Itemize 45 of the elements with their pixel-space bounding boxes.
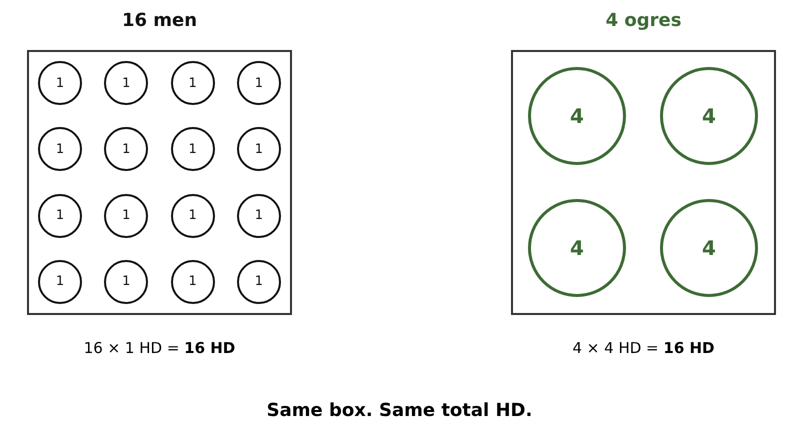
value-circle — [236, 194, 281, 238]
value-circle — [236, 61, 281, 105]
value-circle — [660, 67, 758, 165]
value-circle — [38, 260, 82, 304]
value-label: 1 — [56, 76, 64, 90]
value-label: 1 — [122, 208, 130, 224]
value-label: 1 — [188, 274, 197, 290]
value-label: 1 — [254, 76, 264, 90]
value-label: 1 — [56, 274, 64, 290]
value-circle — [170, 61, 215, 105]
caption: Same box. Same total HD. — [266, 400, 534, 421]
value-circle — [104, 61, 148, 105]
value-label: 1 — [56, 208, 64, 224]
value-circle — [38, 194, 82, 238]
value-circle — [170, 260, 215, 304]
value-label: 1 — [122, 274, 130, 290]
value-circle — [236, 260, 281, 304]
value-label: 1 — [254, 274, 264, 290]
value-circle — [170, 127, 215, 172]
equation-text: 16 × 1 HD = 16 HD — [82, 339, 236, 357]
group-heading: 4 ogres — [604, 10, 682, 31]
value-label: 1 — [254, 208, 264, 224]
value-circle — [660, 199, 758, 297]
value-label: 4 — [570, 236, 584, 260]
value-circle — [38, 127, 82, 172]
value-label: 4 — [702, 236, 716, 260]
value-circle — [528, 199, 626, 297]
value-circle — [104, 194, 148, 238]
value-circle — [104, 260, 148, 304]
value-label: 1 — [188, 208, 197, 224]
value-label: 4 — [702, 104, 716, 128]
value-label: 1 — [188, 142, 197, 157]
group-heading: 16 men — [120, 10, 198, 31]
value-circle — [528, 67, 626, 165]
value-label: 1 — [122, 142, 130, 157]
value-circle — [38, 61, 82, 105]
equation-text: 4 × 4 HD = 16 HD — [571, 339, 716, 357]
value-circle — [104, 127, 148, 172]
value-label: 1 — [188, 76, 197, 90]
value-label: 4 — [570, 104, 584, 128]
value-label: 1 — [56, 142, 64, 157]
value-circle — [236, 127, 281, 172]
value-circle — [170, 194, 215, 238]
value-label: 1 — [254, 142, 264, 157]
value-label: 1 — [122, 76, 130, 90]
